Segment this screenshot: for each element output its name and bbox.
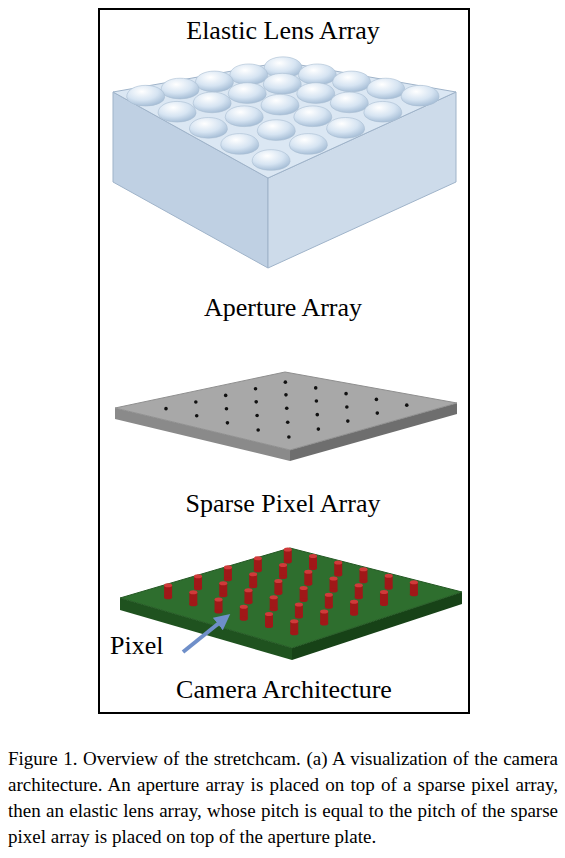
aperture-hole [315,413,319,417]
lens-dome [364,101,402,122]
lens-dome [189,118,227,139]
pixel-element [380,590,388,606]
aperture-hole [254,387,258,391]
pixel-element [309,554,317,570]
pixel-element [334,561,342,577]
aperture-hole [256,428,260,432]
pixel-element [330,577,338,593]
aperture-hole [284,393,288,397]
lens-dome [263,73,301,94]
aperture-hole [375,411,379,415]
lens-dome [261,94,299,115]
pixel-element [265,612,273,628]
pixel-element [295,602,303,618]
part-label: Sparse Pixel Array [186,489,381,519]
pixel-element [279,563,287,579]
pixel-element [359,567,367,583]
callout-label: Pixel [110,631,163,661]
aperture-hole [255,414,259,418]
lens-dome [401,85,439,106]
lens-dome [330,92,368,113]
pixel-element [284,547,292,563]
lens-dome [158,101,196,122]
aperture-plate [115,372,457,461]
frame-heading: Camera Architecture [176,675,392,705]
pixel-element [224,565,232,581]
part-label: Aperture Array [204,293,362,323]
aperture-hole [224,394,228,398]
figure-frame: Camera Architecture [98,8,470,714]
lens-dome [127,85,165,106]
aperture-hole [285,406,289,410]
aperture-hole [194,400,198,404]
lens-dome [367,78,405,99]
aperture-hole [314,386,318,390]
pixel-element [300,586,308,602]
aperture-hole [254,400,258,404]
aperture-hole [344,392,348,396]
pixel-element [355,583,363,599]
pixel-element [244,588,252,604]
lens-dome [161,78,199,99]
aperture-hole [164,407,168,411]
pixel-pointer [183,619,224,652]
aperture-hole [346,419,350,423]
aperture-hole [195,414,199,418]
pixel-element [164,583,172,599]
pixel-element [385,574,393,590]
lens-block [113,57,456,268]
lens-dome [294,106,332,127]
aperture-hole [225,407,229,411]
pixel-element [219,581,227,597]
aperture-hole [317,427,321,431]
aperture-hole [375,398,379,402]
lens-dome [230,64,268,85]
aperture-hole [405,403,409,407]
pixel-element [194,574,202,590]
aperture-hole [315,399,319,403]
pixel-element [240,605,248,621]
pixel-element [189,590,197,606]
lens-dome [327,118,365,139]
pixel-element [249,572,257,588]
pixel-element [215,598,223,614]
lens-dome [298,64,336,85]
lens-dome [221,134,259,155]
aperture-hole [284,380,288,384]
aperture-hole [287,435,291,439]
aperture-hole [345,405,349,409]
lens-dome [193,92,231,113]
lens-dome [195,71,233,92]
pixel-element [254,556,262,572]
aperture-hole [226,421,230,425]
lens-dome [225,106,263,127]
pixel-element [350,600,358,616]
pixel-board [120,547,462,660]
pixel-element [325,593,333,609]
pixel-element [290,619,298,635]
lens-dome [228,83,266,104]
figure-caption: Figure 1. Overview of the stretchcam. (a… [8,746,558,850]
pixel-element [410,580,418,596]
pixel-element [320,609,328,625]
pixel-element [274,579,282,595]
lens-dome [333,71,371,92]
lens-dome [297,83,335,104]
lens-dome [252,150,290,171]
aperture-hole [286,421,290,425]
lens-dome [289,134,327,155]
pixel-element [270,595,278,611]
pixel-element [304,570,312,586]
lens-dome [257,120,295,141]
part-label: Elastic Lens Array [186,16,380,46]
